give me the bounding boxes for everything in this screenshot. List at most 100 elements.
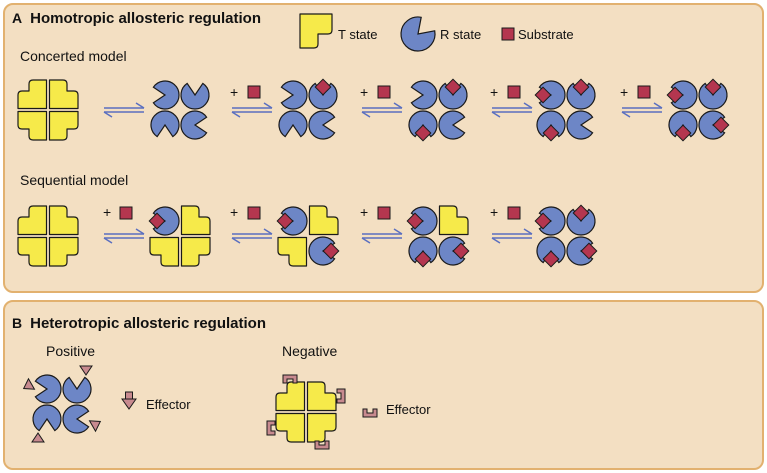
tetramer-seq-one-bound: [148, 205, 211, 267]
tetramer-seq-two-bound: [276, 205, 340, 267]
concerted-model-label: Concerted model: [20, 48, 127, 64]
r-state-subunit: [438, 236, 466, 266]
panel-homotropic: [3, 3, 764, 293]
t-state-subunit: [48, 110, 79, 141]
r-state-subunit: [670, 80, 698, 110]
r-state-subunit: [698, 110, 726, 140]
t-state-subunit: [306, 381, 337, 412]
tetramer-r-one-bound: [278, 78, 338, 140]
bound-substrate: [580, 242, 598, 260]
bound-substrate: [314, 78, 332, 96]
bound-effector: [266, 420, 276, 436]
t-state-subunit: [308, 205, 339, 236]
panel-a-letter: A: [12, 10, 23, 26]
bound-substrate: [534, 86, 552, 104]
bound-effector: [22, 377, 36, 390]
reverse-arrow-head: [231, 111, 241, 118]
r-state-subunit: [410, 80, 438, 110]
tetramer-negative-effector: [275, 381, 337, 443]
reverse-arrow-head: [491, 237, 501, 244]
plus-sign: +: [230, 204, 239, 220]
bound-substrate: [674, 124, 692, 142]
bound-substrate: [276, 212, 294, 230]
t-state-subunit: [308, 205, 339, 236]
panel-b-heading: B Heterotropic allosteric regulation: [12, 315, 266, 332]
r-state-subunit: [438, 110, 466, 140]
r-state-subunit: [566, 110, 594, 140]
equilibrium-arrows: [103, 228, 145, 244]
forward-arrow-head: [393, 228, 403, 235]
t-state-subunit: [275, 412, 306, 443]
free-substrate-icon: [507, 85, 521, 99]
equilibrium-arrows: [231, 102, 273, 118]
r-state-subunit: [410, 206, 438, 236]
bound-effector: [282, 374, 298, 384]
r-state-subunit: [152, 80, 180, 110]
t-state-subunit: [17, 110, 48, 141]
r-state-subunit: [62, 404, 90, 434]
legend-r-state-icon: [400, 16, 436, 52]
plus-sign: +: [490, 204, 499, 220]
tetramer-seq-four-bound: [534, 204, 598, 268]
negative-effector-label: Effector: [386, 402, 431, 417]
t-state-subunit: [306, 412, 337, 443]
forward-arrow-head: [263, 102, 273, 109]
bound-substrate: [444, 78, 462, 96]
bound-substrate: [148, 212, 166, 230]
tetramer-r-three-bound: [534, 78, 596, 142]
tetramer-positive-effector: [32, 374, 92, 434]
r-state-subunit: [566, 82, 596, 110]
bound-effector: [314, 440, 330, 450]
positive-effector-label: Effector: [146, 397, 191, 412]
t-state-subunit: [277, 236, 308, 267]
t-state-subunit: [149, 236, 180, 267]
t-state-subunit: [17, 236, 48, 267]
effector-icon: [121, 398, 137, 410]
r-state-subunit: [566, 208, 596, 236]
bound-substrate: [542, 124, 560, 142]
t-state-subunit: [17, 79, 48, 110]
panel-b-title: Heterotropic allosteric regulation: [30, 315, 267, 332]
bound-substrate: [572, 78, 590, 96]
t-state-subunit: [48, 79, 79, 110]
t-state-subunit: [275, 381, 306, 412]
panel-b-letter: B: [12, 315, 23, 331]
reverse-arrow-head: [103, 111, 113, 118]
t-state-subunit: [275, 381, 306, 412]
forward-arrow-head: [135, 228, 145, 235]
equilibrium-arrows: [491, 102, 533, 118]
r-state-subunit: [536, 236, 566, 264]
bound-substrate: [414, 124, 432, 142]
t-state-subunit: [48, 205, 79, 236]
t-state-subunit: [48, 236, 79, 267]
equilibrium-arrows: [103, 102, 145, 118]
t-state-subunit: [180, 236, 211, 267]
r-state-subunit: [566, 236, 594, 266]
sequential-model-label: Sequential model: [20, 172, 129, 188]
tetramer-seq-three-bound: [406, 205, 470, 268]
reverse-arrow-head: [491, 111, 501, 118]
bound-effector: [336, 388, 346, 404]
free-substrate-icon: [507, 206, 521, 220]
tetramer-r-four-bound: [666, 78, 730, 142]
reverse-arrow-head: [231, 237, 241, 244]
r-state-subunit: [280, 80, 308, 110]
t-state-subunit: [438, 205, 469, 236]
t-state-subunit: [17, 205, 48, 236]
tetramer-all-t: [17, 79, 79, 141]
reverse-arrow-head: [361, 111, 371, 118]
forward-arrow-head: [523, 228, 533, 235]
t-state-subunit: [180, 205, 211, 236]
legend-substrate-label: Substrate: [518, 27, 574, 42]
free-substrate-icon: [377, 206, 391, 220]
effector-icon: [125, 391, 133, 400]
bound-substrate: [406, 212, 424, 230]
forward-arrow-head: [393, 102, 403, 109]
r-state-subunit: [308, 236, 336, 266]
bound-substrate: [542, 250, 560, 268]
forward-arrow-head: [523, 102, 533, 109]
t-state-subunit: [438, 205, 469, 236]
legend-substrate-icon: [501, 27, 515, 41]
